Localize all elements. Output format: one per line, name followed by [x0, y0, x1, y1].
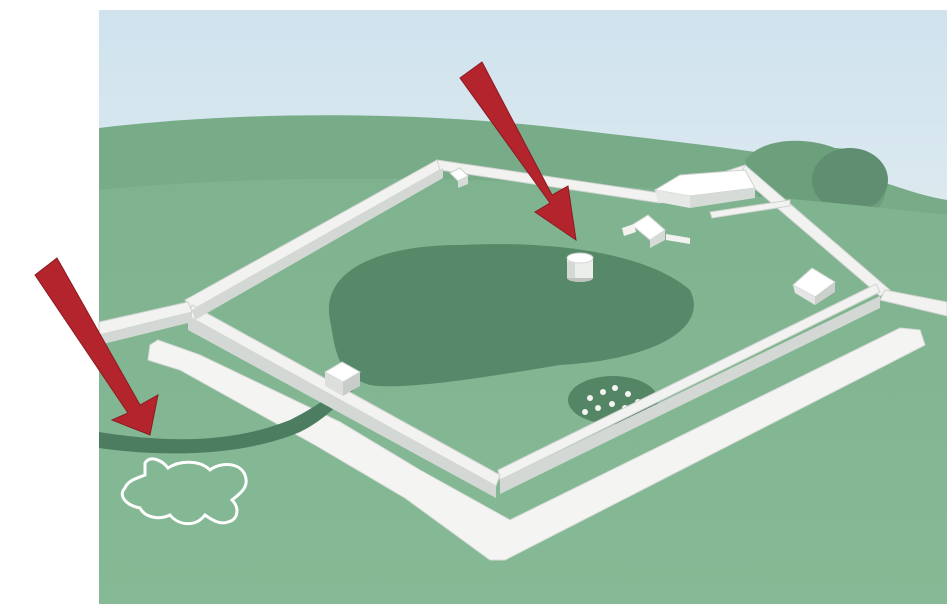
- round-tower: [567, 253, 593, 282]
